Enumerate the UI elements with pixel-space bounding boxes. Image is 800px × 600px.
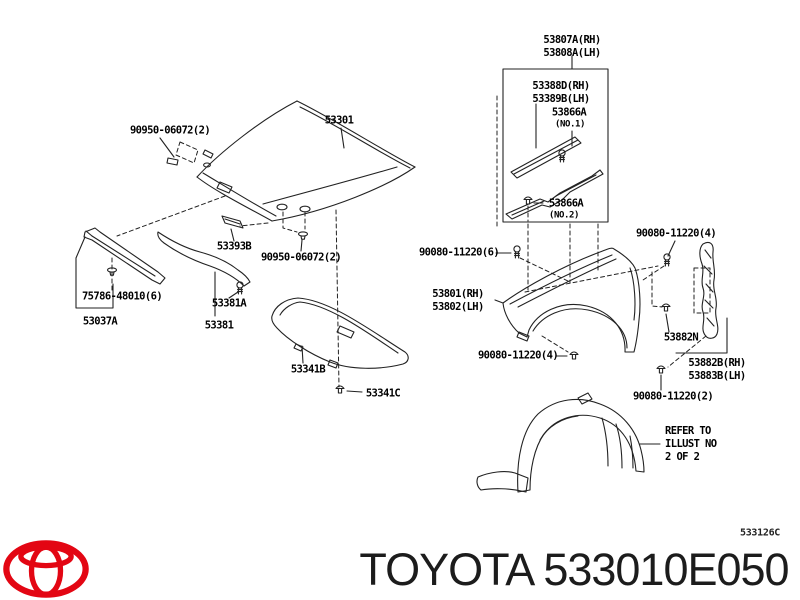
part-label-53866A-no1: 53866A xyxy=(551,106,587,119)
part-label-53388D-53389B: 53388D(RH) 53389B(LH) xyxy=(532,80,590,105)
leader-lines xyxy=(75,55,728,445)
fastener-glyphs xyxy=(106,149,671,394)
part-label-53882N: 53882N xyxy=(663,331,699,344)
part-label-90950-06072-b: 90950-06072(2) xyxy=(260,251,342,264)
footer-part-line: TOYOTA 533010E050 xyxy=(359,544,789,596)
part-label-53801-53802: 53801(RH) 53802(LH) xyxy=(432,288,484,313)
hood-cushion-part xyxy=(166,157,179,166)
part-label-53866A-no2-sub: (NO.2) xyxy=(548,210,580,221)
toyota-logo xyxy=(3,540,89,598)
part-label-53882B-53883B: 53882B(RH) 53883B(LH) xyxy=(688,357,746,382)
dashed-guide-lines xyxy=(111,95,711,388)
part-label-90080-11220-4-top: 90080-11220(4) xyxy=(635,227,717,240)
hood-drawing xyxy=(196,100,416,222)
part-label-53381A: 53381A xyxy=(211,297,247,310)
part-label-53037A: 53037A xyxy=(82,315,118,328)
part-label-90080-11220-4-bottom: 90080-11220(4) xyxy=(477,349,559,362)
part-label-53341C: 53341C xyxy=(365,387,401,400)
part-label-53381: 53381 xyxy=(204,319,234,332)
brand-text: TOYOTA xyxy=(359,544,532,595)
cowl-seal-drawing xyxy=(83,227,166,285)
fender-drawing xyxy=(502,247,641,353)
liner-refer-note: REFER TO ILLUST NO 2 OF 2 xyxy=(665,424,717,463)
part-label-90950-06072-a: 90950-06072(2) xyxy=(129,124,211,137)
hinge-bracket-drawing xyxy=(221,215,244,229)
part-label-75786-48010: 75786-48010(6) xyxy=(81,290,163,303)
part-label-53866A-no2: 53866A xyxy=(548,197,584,210)
fender-liner-drawing xyxy=(476,392,645,493)
hood-front-seal-drawing xyxy=(157,231,251,287)
fender-stay-drawing xyxy=(699,241,719,339)
part-label-53341B: 53341B xyxy=(290,363,326,376)
footer: TOYOTA 533010E050 xyxy=(0,536,800,600)
part-label-90080-11220-2: 90080-11220(2) xyxy=(632,390,714,403)
part-label-53393B: 53393B xyxy=(216,240,252,253)
part-number-text: 533010E050 xyxy=(543,544,789,595)
part-label-53866A-no1-sub: (NO.1) xyxy=(554,119,586,130)
part-label-53807A-53808A: 53807A(RH) 53808A(LH) xyxy=(543,34,601,59)
part-label-90080-11220-6: 90080-11220(6) xyxy=(418,246,500,259)
figure-code: 533126C xyxy=(739,527,781,539)
part-label-53301: 53301 xyxy=(324,114,354,127)
hood-insulator-drawing xyxy=(271,297,409,369)
diagram-line-art xyxy=(75,55,728,493)
